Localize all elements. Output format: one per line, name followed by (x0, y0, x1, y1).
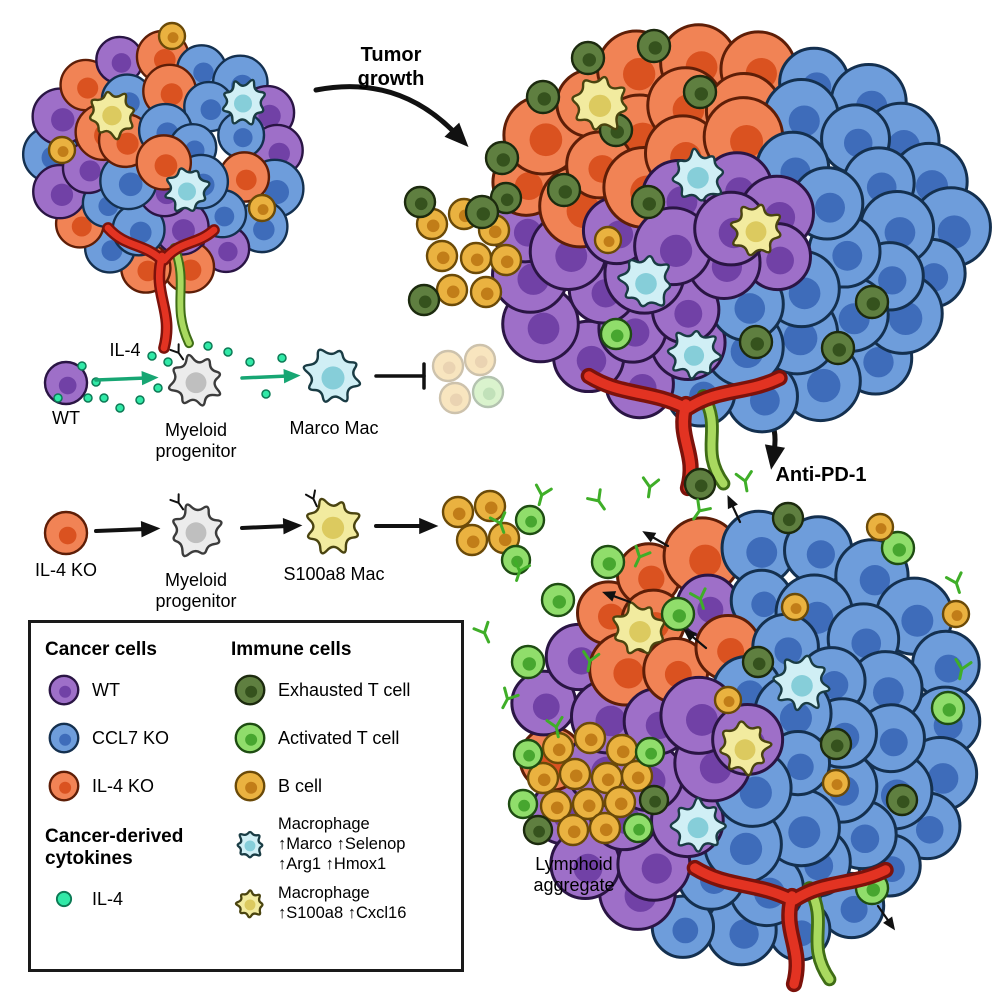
header-line: Cancer-derived (45, 826, 184, 847)
label-line: ↑Marco ↑Selenop (278, 834, 406, 853)
exhausted-t-cells (683, 467, 919, 817)
legend-header-immune-cells: Immune cells (231, 639, 352, 660)
legend-item-label: Exhausted T cell (278, 679, 411, 700)
legend-item-label: WT (92, 679, 120, 700)
label-line: progenitor (155, 441, 237, 462)
marco-macrophage-swatch (236, 830, 264, 859)
b-cell-swatch (234, 770, 266, 802)
legend-item-label: B cell (278, 775, 323, 796)
legend-item-label: IL-4 KO (92, 775, 155, 796)
label-line: ↑Arg1 ↑Hmox1 (278, 854, 387, 873)
wt-label: WT (52, 408, 80, 428)
label-line: aggregate (533, 875, 615, 896)
legend-item-label: Activated T cell (278, 727, 400, 748)
lymphoid-aggregate (507, 721, 670, 847)
activated-t-cell-swatch (234, 722, 266, 754)
ccl7-ko-cell-swatch (48, 722, 80, 754)
il4-cytokine-swatch (55, 890, 73, 908)
movement-arrows (602, 495, 896, 931)
tumor-cells (21, 29, 305, 294)
macrophages (88, 78, 266, 213)
macrophages (571, 75, 782, 380)
legend-item-label: Macrophage ↑Marco ↑Selenop ↑Arg1 ↑Hmox1 (278, 815, 405, 874)
legend-item-il4-ko: IL-4 KO (45, 767, 231, 805)
marco-mac-label: Marco Mac (289, 418, 379, 438)
legend-box: Cancer cells WT CCL7 KO IL-4 KO Cancer-d… (28, 620, 464, 972)
b-cells (47, 21, 277, 223)
s100a8-mac-label: S100a8 Mac (283, 564, 385, 584)
legend-header-cancer-cells: Cancer cells (45, 639, 157, 660)
label-line: Myeloid (164, 570, 228, 590)
legend-item-macrophage-s100a8: Macrophage ↑S100a8 ↑Cxcl16 (231, 884, 455, 924)
label-line: progenitor (155, 591, 237, 612)
b-cells (713, 512, 971, 798)
legend-item-il4-cytokine: IL-4 (45, 880, 231, 918)
header-line: cytokines (45, 848, 133, 869)
s100a8-macrophage-swatch (234, 889, 264, 919)
il4-ko-label: IL-4 KO (34, 560, 98, 580)
suppressed-cells (431, 343, 505, 415)
legend-column-cancer: Cancer cells WT CCL7 KO IL-4 KO Cancer-d… (45, 633, 231, 963)
legend-item-wt: WT (45, 671, 231, 709)
exhausted-t-cell-swatch (234, 674, 266, 706)
label-line: Macrophage (278, 815, 370, 833)
legend-item-label: IL-4 (92, 888, 124, 909)
myeloid-progenitor-label-1: Myeloid progenitor (128, 420, 264, 462)
label-line: Lymphoid (535, 854, 613, 874)
immune-singles (593, 225, 633, 351)
blood-vessel (102, 222, 220, 354)
legend-item-label: CCL7 KO (92, 727, 170, 748)
anti-pd1-label: Anti-PD-1 (775, 464, 867, 486)
legend-item-activated-t: Activated T cell (231, 719, 455, 757)
legend-item-exhausted-t: Exhausted T cell (231, 671, 455, 709)
legend-item-label: Macrophage ↑S100a8 ↑Cxcl16 (278, 884, 406, 924)
il4-dots (53, 341, 287, 413)
label-line: ↑S100a8 ↑Cxcl16 (278, 904, 407, 923)
macrophages (612, 601, 831, 853)
il4-label: IL-4 (109, 340, 141, 360)
legend-item-b-cell: B cell (231, 767, 455, 805)
treated-tumor (472, 467, 982, 993)
flow-arrows (313, 84, 786, 470)
anti-pd1-antibodies (472, 470, 973, 739)
label-line: growth (357, 67, 425, 90)
legend-item-ccl7-ko: CCL7 KO (45, 719, 231, 757)
expanded-immune-cells (441, 489, 546, 576)
legend-item-macrophage-marco: Macrophage ↑Marco ↑Selenop ↑Arg1 ↑Hmox1 (231, 815, 455, 874)
tumor-growth-label: Tumor growth (336, 44, 446, 91)
il4-ko-cell-swatch (48, 770, 80, 802)
label-line: Myeloid (164, 420, 228, 440)
lymphoid-aggregate-label: Lymphoid aggregate (492, 854, 656, 896)
label-line: Macrophage (278, 884, 370, 903)
label-line: Tumor (360, 44, 422, 66)
wt-cell-swatch (48, 674, 80, 706)
pathway-s100a8 (43, 489, 546, 576)
primary-tumor (21, 21, 305, 354)
pathway-marco (43, 341, 505, 415)
legend-header-cytokines: Cancer-derived cytokines (45, 826, 231, 870)
legend-column-immune: Immune cells Exhausted T cell Activated … (231, 633, 455, 963)
myeloid-progenitor-label-2: Myeloid progenitor (128, 570, 264, 612)
blood-vessel (686, 859, 894, 993)
grown-tumor (403, 23, 992, 497)
